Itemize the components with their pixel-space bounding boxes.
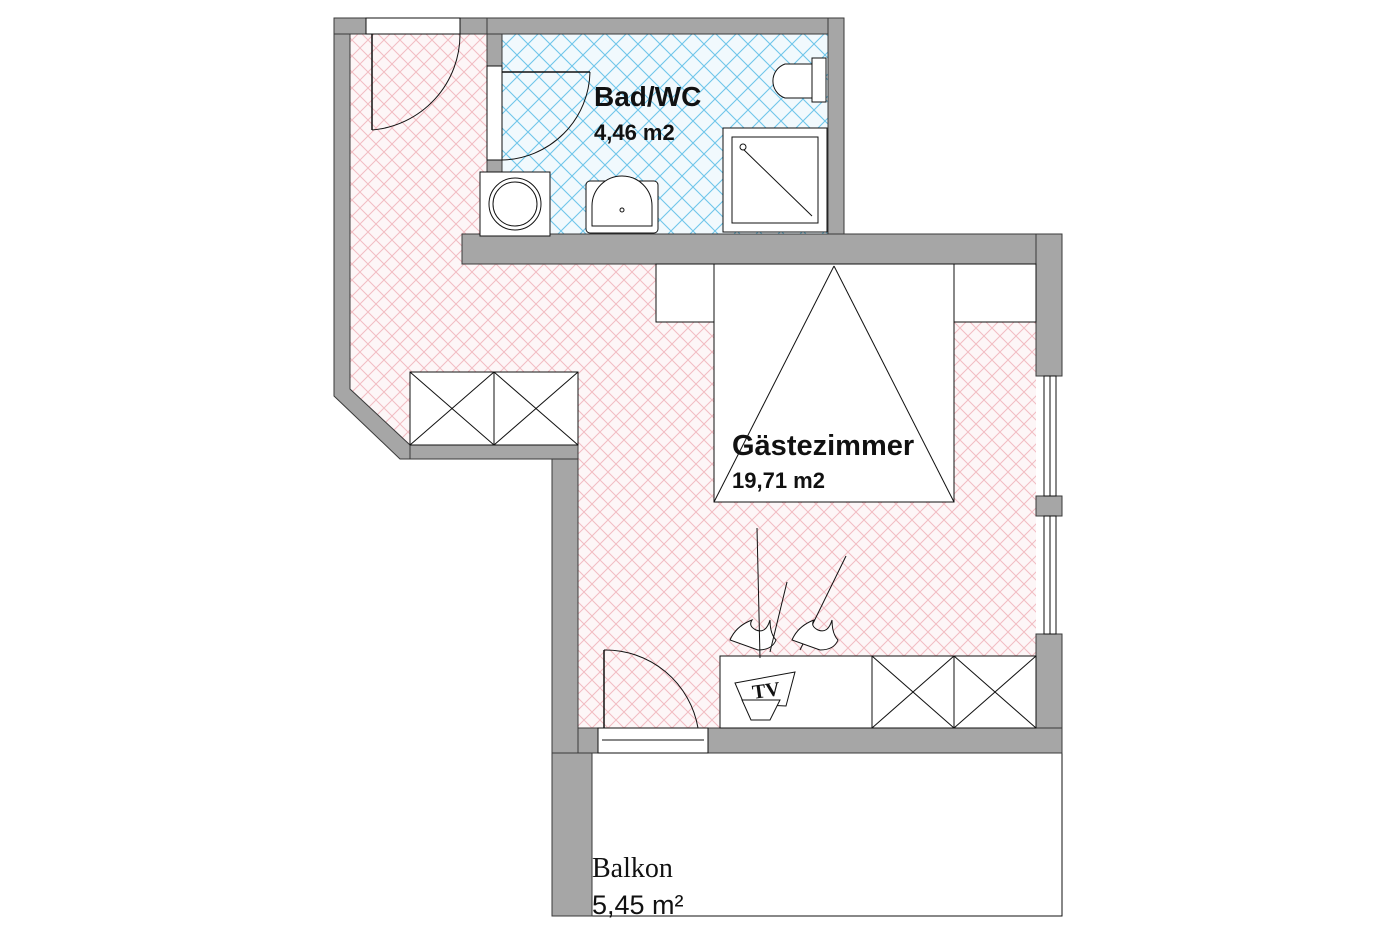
window-right-upper	[1043, 375, 1057, 497]
floor-balcony	[591, 752, 1063, 917]
shower-icon	[722, 127, 828, 233]
room-area-guestroom: 19,71 m2	[732, 468, 825, 493]
floor-hall-and-guestroom	[350, 34, 1036, 728]
balcony-door	[597, 649, 709, 754]
tv-label: TV	[751, 678, 782, 704]
room-label-bathroom: Bad/WC 4,46 m2	[594, 81, 701, 145]
room-area-balcony: 5,45 m²	[592, 890, 684, 920]
room-name-guestroom: Gästezimmer	[732, 430, 914, 462]
entrance-door	[365, 17, 461, 131]
tv-icon: TV	[734, 671, 796, 721]
room-label-balcony: Balkon 5,45 m²	[592, 853, 684, 920]
window-right-lower	[1043, 515, 1057, 635]
room-name-bathroom: Bad/WC	[594, 81, 701, 112]
room-area-bathroom: 4,46 m2	[594, 120, 675, 145]
washbasin-icon	[585, 175, 659, 234]
walls	[333, 17, 1063, 917]
plant-icon	[729, 527, 847, 659]
bathroom-door	[486, 65, 591, 161]
toilet-icon	[772, 57, 827, 103]
wardrobe-hall	[409, 371, 579, 446]
double-bed-icon	[655, 263, 1037, 503]
boiler-icon	[479, 171, 551, 237]
room-label-guestroom: Gästezimmer 19,71 m2	[732, 430, 914, 493]
wardrobe-guestroom	[871, 655, 1037, 729]
room-name-balcony: Balkon	[592, 853, 673, 884]
